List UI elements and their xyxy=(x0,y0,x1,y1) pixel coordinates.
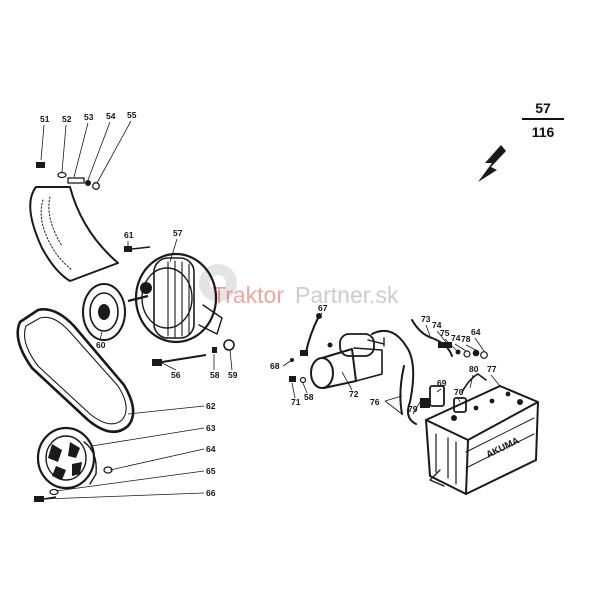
starter-motor xyxy=(310,333,385,389)
page-ref-top: 57 xyxy=(535,100,551,116)
washer-54 xyxy=(85,180,91,186)
leader-line-5 xyxy=(96,120,132,184)
callout-78: 78 xyxy=(461,334,471,344)
leader-line-1 xyxy=(40,124,45,161)
watermark-brand-part1: Traktor xyxy=(212,282,284,308)
leader-line-17 xyxy=(317,312,323,319)
callout-72: 72 xyxy=(349,389,359,399)
terminal-washers xyxy=(455,349,488,359)
battery-label: AKUMA xyxy=(484,435,521,460)
callout-80: 80 xyxy=(469,364,479,374)
bolt-61 xyxy=(124,246,151,252)
leader-line-14 xyxy=(109,448,205,471)
leader-line-21 xyxy=(341,371,353,391)
leader-lines xyxy=(40,120,501,500)
callout-71: 71 xyxy=(291,397,301,407)
leader-line-33 xyxy=(457,397,461,403)
callouts: 51 52 53 54 55 57 61 60 56 58 59 62 63 6… xyxy=(40,110,497,498)
callout-55: 55 xyxy=(127,110,137,120)
callout-70: 70 xyxy=(454,387,464,397)
page-reference: 57 116 xyxy=(522,100,564,140)
page-ref-bottom: 116 xyxy=(532,124,555,140)
callout-62: 62 xyxy=(206,401,216,411)
fan-wheel xyxy=(34,426,113,502)
leader-line-22 xyxy=(384,395,403,402)
cable-73 xyxy=(411,319,453,357)
pulley xyxy=(82,283,126,341)
callout-73: 73 xyxy=(421,314,431,324)
leader-line-2 xyxy=(61,124,67,173)
callout-57: 57 xyxy=(173,228,183,238)
callout-66: 66 xyxy=(206,488,216,498)
callout-79: 79 xyxy=(408,404,418,414)
mounting-bolt xyxy=(152,339,235,366)
callout-74: 74 xyxy=(432,320,442,330)
leader-line-26 xyxy=(444,338,457,351)
bolt-51 xyxy=(36,162,45,168)
callout-56: 56 xyxy=(171,370,181,380)
callout-65: 65 xyxy=(206,466,216,476)
callout-54: 54 xyxy=(106,111,116,121)
leader-line-25 xyxy=(436,330,447,343)
leader-line-13 xyxy=(91,427,205,447)
leader-line-34 xyxy=(412,401,421,415)
leader-line-3 xyxy=(73,122,89,178)
leader-line-11 xyxy=(229,349,233,371)
callout-53: 53 xyxy=(84,112,94,122)
leader-line-8 xyxy=(99,331,103,341)
bracket-53 xyxy=(67,177,85,184)
bolt-71 xyxy=(289,376,307,384)
alternator-cover xyxy=(29,186,119,282)
leader-line-23 xyxy=(384,400,403,415)
callout-68: 68 xyxy=(270,361,280,371)
callout-59: 59 xyxy=(228,370,238,380)
leader-line-9 xyxy=(159,361,177,371)
callout-74b: 74 xyxy=(451,333,461,343)
callout-58b: 58 xyxy=(304,392,314,402)
callout-76: 76 xyxy=(370,397,380,407)
leader-line-31 xyxy=(490,374,501,387)
callout-69: 69 xyxy=(437,378,447,388)
battery: AKUMA xyxy=(425,385,539,495)
watermark-brand-part2: Partner.sk xyxy=(295,282,399,308)
v-belt xyxy=(16,308,135,434)
leader-line-20 xyxy=(302,382,308,394)
leader-line-6 xyxy=(169,238,178,263)
alternator xyxy=(127,252,223,344)
callout-64a: 64 xyxy=(206,444,216,454)
callout-51: 51 xyxy=(40,114,50,124)
leader-line-29 xyxy=(474,337,485,352)
callout-63: 63 xyxy=(206,423,216,433)
callout-64b: 64 xyxy=(471,327,481,337)
cable-67 xyxy=(290,313,322,362)
callout-75: 75 xyxy=(440,328,450,338)
callout-58a: 58 xyxy=(210,370,220,380)
leader-line-15 xyxy=(55,470,205,492)
callout-77: 77 xyxy=(487,364,497,374)
watermark: Traktor Partner.sk xyxy=(199,264,399,308)
leader-line-18 xyxy=(282,359,293,367)
leader-line-28 xyxy=(465,344,477,351)
leader-line-16 xyxy=(43,492,205,500)
leader-line-30 xyxy=(469,374,474,389)
leader-line-24 xyxy=(425,324,431,337)
washer-52 xyxy=(57,171,67,179)
nut-55 xyxy=(92,182,100,190)
cable-76 xyxy=(371,330,417,425)
leader-line-19 xyxy=(291,382,296,399)
callout-60: 60 xyxy=(96,340,106,350)
callout-61: 61 xyxy=(124,230,134,240)
direction-arrow-icon xyxy=(478,145,506,182)
leader-line-27 xyxy=(454,343,467,352)
battery-clamps xyxy=(420,373,487,413)
callout-67: 67 xyxy=(318,303,328,313)
leader-line-12 xyxy=(127,405,205,415)
leader-line-32 xyxy=(436,388,442,393)
cover-fasteners xyxy=(36,162,100,190)
leader-line-4 xyxy=(87,121,111,181)
callout-52: 52 xyxy=(62,114,72,124)
